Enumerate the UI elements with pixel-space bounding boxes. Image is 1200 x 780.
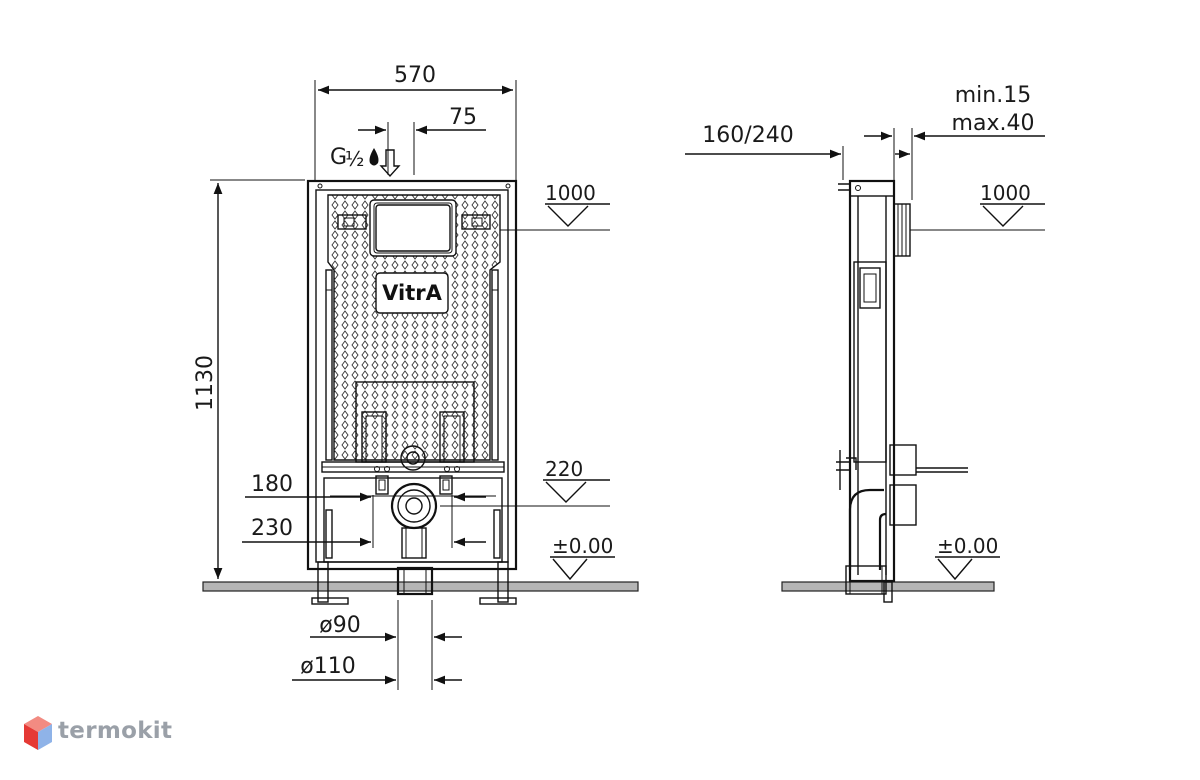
level-1000-label: 1000 [545,181,596,205]
side-level-floor-label: ±0.00 [937,534,998,558]
floor-slab-front [202,581,639,592]
dim-pipe-90-label: ø90 [319,613,360,638]
side-view: 160/240 min.15 max.40 1000 [685,83,1045,603]
side-frame [848,179,896,583]
inlet-g-label: G [330,145,347,170]
dim-min-label: min.15 [955,83,1031,108]
dim-width-label: 570 [394,63,436,88]
flush-plate-opening [369,199,457,257]
cistern-body [327,194,501,461]
dim-230-label: 230 [251,516,293,541]
side-level-1000-label: 1000 [980,181,1031,205]
inlet-arrow-icon [379,149,401,178]
floor-slab-side [781,581,995,592]
cube-logo-icon [24,716,52,750]
side-drain-bend [848,488,887,570]
inlet-fraction-label: ½ [345,147,364,171]
brand-logo-text: VitrA [382,281,442,305]
level-floor-label-front: ±0.00 [552,534,613,558]
dim-180-label: 180 [251,472,293,497]
dim-pipe-110-label: ø110 [300,654,355,679]
watermark-text: termokit [58,718,173,744]
water-drop-icon [369,148,379,166]
front-view: 570 75 G ½ 1130 [193,63,639,690]
level-220-label: 220 [545,457,583,481]
brand-logo-plate [375,272,449,314]
dim-max-label: max.40 [952,111,1035,136]
dim-height-label: 1130 [193,355,218,411]
drain-pipe [396,566,434,596]
dim-depth-label: 160/240 [702,123,793,148]
dim-offset-label: 75 [449,105,477,130]
